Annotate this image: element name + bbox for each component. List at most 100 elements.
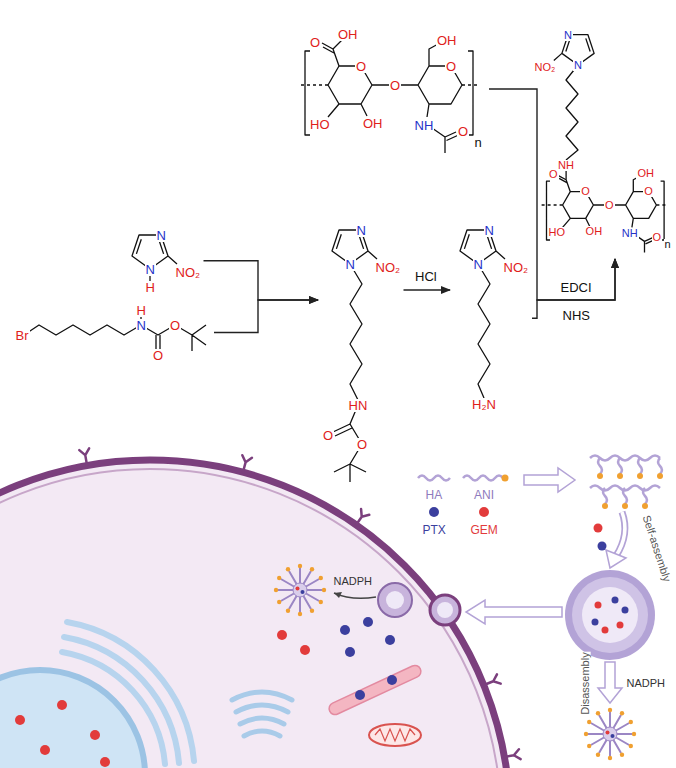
molecule-structure: OOHHOOHOOOOHNHOn (292, 20, 489, 158)
atom-label: H₂N (471, 398, 497, 411)
mitochondrion (369, 724, 421, 746)
atom-label: O (580, 186, 591, 197)
vesicle (378, 583, 412, 617)
atom-label: N (563, 30, 573, 41)
endocytic-vesicle (430, 595, 460, 625)
linker-chain (566, 65, 578, 160)
ani-tips (597, 473, 663, 509)
legend-text: HA (425, 489, 444, 501)
reagent-label: HCl (414, 270, 438, 283)
cell-membrane (0, 460, 510, 768)
hyaluronic-unit (542, 176, 668, 253)
atom-label: NO₂ (375, 261, 402, 274)
atom-label: n (474, 136, 483, 149)
receptor-symbol (79, 448, 92, 465)
release-arrow (334, 593, 376, 598)
atom-label: N (356, 224, 367, 237)
atom-label: N (156, 229, 167, 242)
atom-label: HN (348, 399, 369, 412)
amide-bond (565, 170, 566, 180)
reaction-arrow (214, 300, 318, 333)
process-label: Self-assembly (640, 513, 672, 584)
atom-label: O (389, 79, 401, 92)
atom-label: NH (414, 119, 435, 132)
atom-label: N (484, 224, 495, 237)
atom-label: O (652, 232, 663, 243)
molecule-structure: N N NO₂ H₂N (450, 222, 532, 416)
reaction-arrow (489, 89, 615, 300)
legend-text: GEM (470, 524, 499, 536)
assembly-arrow-inner (616, 512, 625, 556)
loaded-drugs (592, 597, 629, 634)
atom-label: NO₂ (175, 266, 202, 279)
uptake-arrow (466, 600, 562, 624)
atom-label: N (136, 319, 147, 332)
vesicle-core (437, 602, 453, 618)
gem-dot (594, 524, 603, 533)
atom-label: O (356, 438, 368, 451)
atom-label: H (145, 281, 156, 294)
legend-swatch (479, 507, 489, 517)
process-label: Disassembly (580, 651, 591, 715)
atom-label: HO (309, 118, 331, 131)
ha-chain-symbol (418, 476, 450, 481)
micelle (274, 564, 326, 616)
legend-text: ANI (473, 489, 495, 501)
atom-label: Br (15, 329, 30, 342)
ani-chain-symbol (463, 476, 503, 481)
golgi (232, 692, 292, 736)
ptx-dot (598, 542, 607, 551)
atom-label: OH (585, 226, 604, 237)
ptx-dots (340, 617, 397, 700)
molecule-structure: NNHNO₂ (125, 226, 204, 296)
atom-label: O (457, 125, 469, 138)
hyaluronic-unit (298, 43, 478, 153)
atom-label: N (573, 60, 583, 71)
gem-dots (277, 630, 310, 655)
atom-label: NO₂ (503, 261, 530, 274)
nanoparticle-core (582, 587, 638, 643)
arrow-head (606, 550, 626, 568)
microtubule (327, 663, 423, 716)
ani-end-dot (502, 475, 509, 482)
atom-label: O (152, 349, 164, 362)
molecule-structure: Br NH O O (10, 302, 214, 364)
hyaluronic-acid (298, 40, 478, 153)
atom-label: n (664, 239, 672, 250)
arrow-head (334, 592, 342, 598)
atom-label: OH (362, 117, 384, 130)
atom-label: OH (337, 28, 359, 41)
legend-text: PTX (422, 524, 447, 536)
hollow-arrow (524, 468, 575, 492)
process-label: NADPH (333, 576, 374, 587)
atom-label: O (169, 319, 181, 332)
atom-label: O (309, 36, 321, 49)
endoplasmic-reticulum (62, 622, 194, 764)
receptors (79, 448, 520, 762)
carboxyl-bond (333, 40, 342, 49)
atom-label: O (604, 200, 615, 211)
assembly-arrow (616, 512, 625, 556)
reaction-arrow (204, 261, 319, 300)
atom-label: O (322, 429, 334, 442)
atom-label: OH (636, 168, 655, 179)
receptor-symbol (503, 749, 520, 762)
atom-label: OH (436, 34, 458, 47)
branched-polymers (590, 456, 662, 505)
process-label: NADPH (626, 678, 667, 689)
microtubule-bar (327, 663, 423, 716)
molecule-structure: NNNO₂HNOO (318, 222, 404, 488)
nanoparticle (565, 570, 655, 660)
atom-label: H (136, 304, 147, 317)
atom-label: N (473, 258, 484, 271)
receptor-symbol (238, 455, 252, 473)
vesicle-core (386, 591, 404, 609)
legend-swatch (429, 507, 439, 517)
reagent-label: NHS (562, 309, 591, 322)
atom-label: NO₂ (534, 62, 557, 73)
disassembly-arrow (598, 662, 622, 703)
atom-label: O (643, 186, 654, 197)
